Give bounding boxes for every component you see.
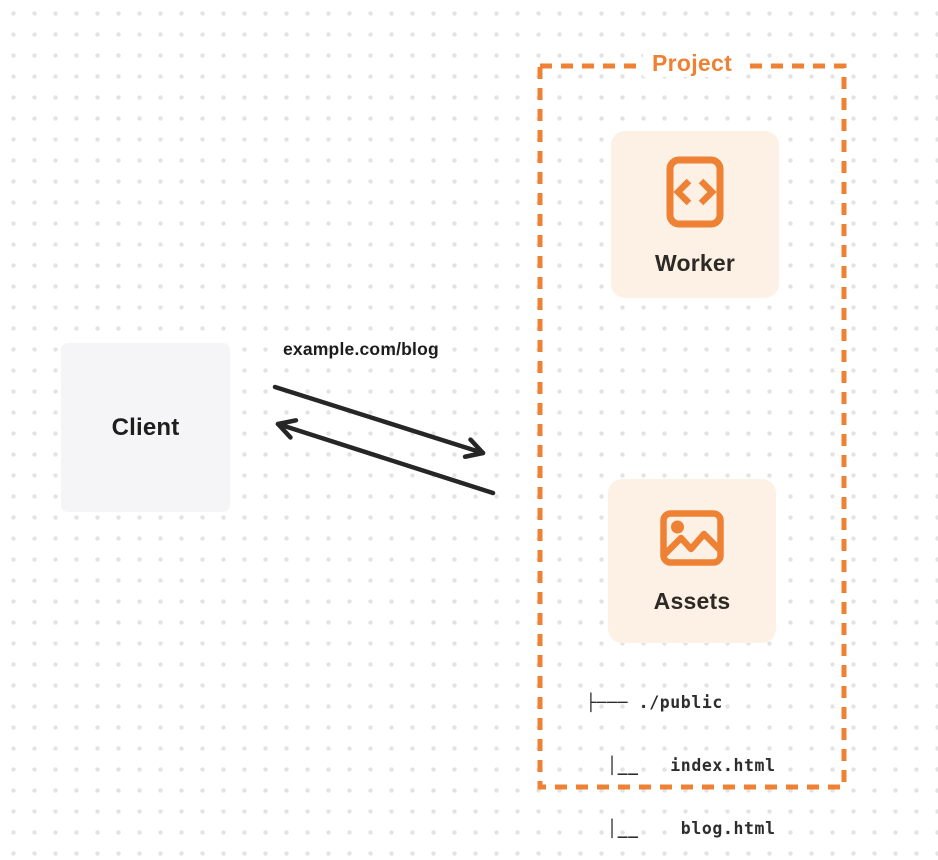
file-tree-line: ├─── ./public <box>586 693 723 712</box>
file-tree-line: │__ index.html <box>586 756 776 775</box>
image-icon <box>660 510 724 571</box>
client-node: Client <box>61 343 230 512</box>
worker-label: Worker <box>654 250 736 276</box>
assets-label: Assets <box>653 588 731 614</box>
client-label: Client <box>111 413 180 441</box>
file-tree-line: │__ blog.html <box>586 819 776 838</box>
assets-file-tree: ├─── ./public │__ index.html │__ blog.ht… <box>586 650 776 860</box>
code-file-icon <box>666 156 724 233</box>
project-title: Project <box>537 50 847 77</box>
request-url-label: example.com/blog <box>283 339 439 359</box>
worker-node: Worker <box>611 131 779 298</box>
response-arrow <box>275 418 496 496</box>
assets-node: Assets <box>608 479 776 643</box>
request-arrow <box>272 384 486 459</box>
